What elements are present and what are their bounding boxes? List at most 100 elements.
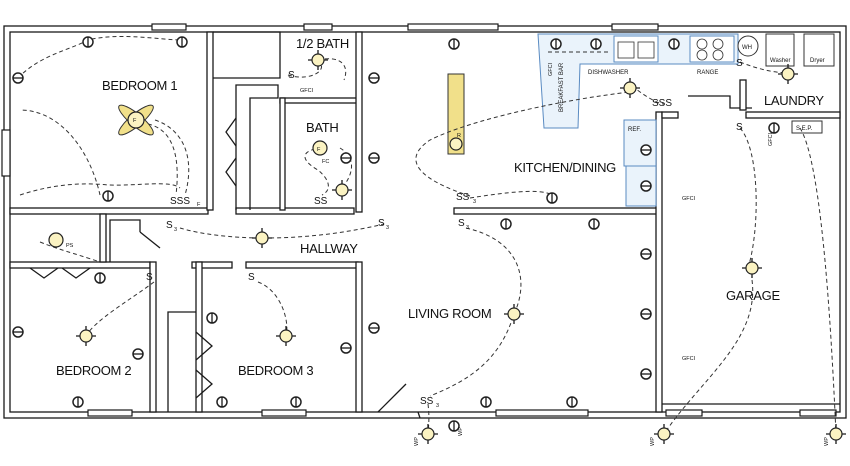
range-hood-label: R xyxy=(457,133,461,139)
washer xyxy=(765,33,795,67)
room-label-half-bath: 1/2 BATH xyxy=(296,36,349,51)
fan-label: F xyxy=(133,118,137,124)
bath-fan-icon xyxy=(312,140,328,156)
light-fixture-icon xyxy=(308,50,328,70)
outlet-icon xyxy=(640,144,652,156)
windows xyxy=(1,23,837,417)
switch-pair: SS xyxy=(456,192,470,203)
outlet-icon xyxy=(132,348,144,360)
range xyxy=(689,35,735,63)
room-label-garage: GARAGE xyxy=(726,288,780,303)
wp-label: WP xyxy=(650,437,656,446)
outlet-icon xyxy=(102,190,114,202)
gfci-label: GFCI xyxy=(768,132,774,146)
range-hood xyxy=(447,73,465,155)
refrigerator-box xyxy=(623,119,657,167)
subscript: 3 xyxy=(466,225,469,231)
switch: S xyxy=(736,122,743,133)
outlet-icon xyxy=(368,322,380,334)
sep-box xyxy=(791,120,823,134)
gfci-label: GFCI xyxy=(682,356,696,362)
range-hood-light xyxy=(449,137,463,151)
outlet-icon xyxy=(82,36,94,48)
gfci-labels: GFCI GFCI GFCI GFCI GFCI WP WP WP WP xyxy=(300,62,830,446)
light-fixture-icon xyxy=(620,78,640,98)
outlet-icon xyxy=(640,308,652,320)
outlet-icon xyxy=(368,152,380,164)
switch: S xyxy=(288,70,295,81)
three-way-switch: S xyxy=(378,218,385,229)
outlet-icon xyxy=(12,72,24,84)
sep-label: S.E.P. xyxy=(796,126,813,132)
room-label-laundry: LAUNDRY xyxy=(764,93,824,108)
bath-fan-label: F xyxy=(317,147,321,153)
kitchen-counter: REF. DISHWASHER RANGE BREAKFAST BAR xyxy=(537,33,739,207)
wp-label: WP xyxy=(458,427,464,436)
switches: SSS F S SS S 3 S 3 S S SS 3 S 3 SSS S S … xyxy=(146,58,743,409)
three-way-switch: S xyxy=(166,220,173,231)
light-fixture-icon xyxy=(332,180,352,200)
outlet-icon xyxy=(206,312,218,324)
water-heater-label: WH xyxy=(742,45,752,51)
light-fixture-icon xyxy=(276,326,296,346)
outlet-icon xyxy=(12,326,24,338)
light-fixture-icon xyxy=(504,304,524,324)
receptacles xyxy=(12,36,780,432)
light-fixture-icon xyxy=(778,64,798,84)
outlet-icon xyxy=(590,38,602,50)
pull-switch-label: PS xyxy=(66,243,74,249)
exterior-walls xyxy=(3,25,847,419)
subscript: 3 xyxy=(473,199,476,205)
outlet-icon xyxy=(216,396,228,408)
outlet-icon xyxy=(640,368,652,380)
room-label-hallway: HALLWAY xyxy=(300,241,358,256)
outlet-icon xyxy=(176,36,188,48)
light-fixture-icon xyxy=(418,424,438,444)
ceiling-lights xyxy=(76,50,846,444)
outlet-icon xyxy=(640,180,652,192)
switch: S xyxy=(146,272,153,283)
interior-walls xyxy=(9,31,841,419)
room-label-living: LIVING ROOM xyxy=(408,306,491,321)
gfci-label: GFCI xyxy=(300,88,314,94)
light-fixture-icon xyxy=(826,424,846,444)
gfci-label: GFCI xyxy=(682,196,696,202)
subscript: 3 xyxy=(174,227,177,233)
outlet-icon xyxy=(668,38,680,50)
room-label-bedroom2: BEDROOM 2 xyxy=(56,363,131,378)
outlet-icon xyxy=(500,218,512,230)
outlet-icon xyxy=(640,248,652,260)
room-label-kitchen: KITCHEN/DINING xyxy=(514,160,616,175)
outlet-icon xyxy=(546,192,558,204)
outlet-icon xyxy=(550,38,562,50)
gfci-label: GFCI xyxy=(548,62,554,76)
doors xyxy=(29,117,407,413)
outlet-icon xyxy=(480,396,492,408)
switch: S xyxy=(736,58,743,69)
wp-label: WP xyxy=(414,437,420,446)
dryer-label: Dryer xyxy=(810,58,825,64)
breakfast-bar-label: BREAKFAST BAR xyxy=(559,62,565,112)
dishwasher-label: DISHWASHER xyxy=(588,70,629,76)
washer-label: Washer xyxy=(770,58,790,64)
outlet-icon xyxy=(368,72,380,84)
room-label-bedroom1: BEDROOM 1 xyxy=(102,78,177,93)
subscript: 3 xyxy=(436,403,439,409)
range-label: RANGE xyxy=(697,70,718,76)
switch-pair: SS xyxy=(420,396,434,407)
laundry-appliances: WH Washer Dryer S.E.P. xyxy=(737,33,835,134)
outlet-icon xyxy=(340,152,352,164)
refrigerator-label: REF. xyxy=(628,127,641,133)
outlet-icon xyxy=(290,396,302,408)
dryer xyxy=(803,33,835,67)
subscript: 3 xyxy=(386,225,389,231)
bath-fan-code: FC xyxy=(322,159,329,165)
outlet-icon xyxy=(588,218,600,230)
room-labels: BEDROOM 1 1/2 BATH BATH HALLWAY KITCHEN/… xyxy=(56,36,825,378)
outlet-icon xyxy=(72,396,84,408)
light-fixture-icon xyxy=(252,228,272,248)
three-way-switch: S xyxy=(458,218,465,229)
outlet-icon xyxy=(448,420,460,432)
switch-triple: SSS xyxy=(170,196,190,207)
